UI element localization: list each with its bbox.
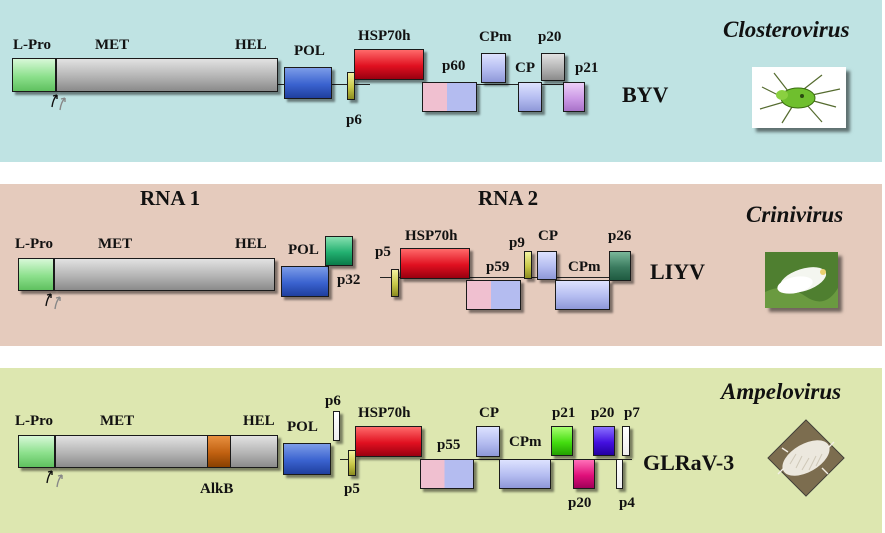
cpm-orf [481, 53, 506, 83]
label-hsp70h: HSP70h [358, 405, 411, 421]
whitefly-icon [765, 252, 838, 308]
hsp70h-orf [355, 426, 422, 457]
label-p21: p21 [575, 60, 599, 76]
virus-acronym: LIYV [650, 259, 706, 284]
p20-bottom-orf [573, 459, 595, 489]
label-lpro: L-Pro [15, 413, 54, 429]
label-p21: p21 [552, 405, 576, 421]
p9-orf [524, 251, 532, 279]
cleavage-arrow-icon [54, 296, 61, 310]
p59-orf [466, 280, 521, 310]
label-p59: p59 [486, 259, 510, 275]
label-met: MET [98, 236, 133, 252]
virus-acronym: GLRaV-3 [643, 450, 735, 475]
label-p9: p9 [509, 235, 525, 251]
genome-line [424, 84, 564, 85]
pol-domain [283, 443, 331, 475]
label-p4: p4 [619, 495, 635, 511]
label-lpro: L-Pro [13, 37, 52, 53]
p60-orf [422, 82, 477, 112]
p5-orf [348, 450, 356, 476]
cp-orf [476, 426, 500, 457]
cleavage-arrow-icon [45, 293, 52, 307]
label-cpm: CPm [568, 259, 601, 275]
p21-orf [551, 426, 573, 456]
label-p5: p5 [344, 481, 360, 497]
label-p5: p5 [375, 244, 391, 260]
label-alkb: AlkB [200, 481, 234, 497]
label-met: MET [95, 37, 130, 53]
met-hel-domain [54, 258, 275, 291]
p20-top-orf [593, 426, 615, 456]
cleavage-arrow-icon [46, 470, 53, 484]
label-p6: p6 [325, 393, 341, 409]
label-p55: p55 [437, 437, 461, 453]
p5-orf [391, 269, 399, 297]
label-p20: p20 [538, 29, 562, 45]
genus-title: Ampelovirus [721, 379, 842, 404]
label-cpm: CPm [509, 434, 542, 450]
label-p60: p60 [442, 58, 466, 74]
p21-orf [563, 82, 585, 112]
p32-orf [325, 236, 353, 266]
aphid-icon [752, 67, 846, 128]
met-hel-domain [56, 58, 278, 92]
pol-domain [281, 266, 329, 297]
p6-orf [333, 411, 340, 441]
cpm-orf [499, 459, 551, 489]
label-p20-bottom: p20 [568, 495, 592, 511]
cleavage-arrow-icon [59, 97, 66, 111]
label-hel: HEL [235, 236, 267, 252]
cleavage-arrow-icon [51, 94, 58, 108]
pol-domain [284, 67, 332, 99]
lpro-domain [12, 58, 56, 92]
rna2-label: RNA 2 [478, 186, 539, 210]
virus-acronym: BYV [622, 82, 669, 107]
label-pol: POL [288, 242, 319, 258]
cleavage-arrow-icon [56, 474, 63, 488]
label-p7: p7 [624, 405, 640, 421]
p20-orf [541, 53, 565, 81]
label-p6: p6 [346, 112, 362, 128]
p7-orf [622, 426, 630, 456]
cp-orf [518, 82, 542, 112]
hsp70h-orf [400, 248, 470, 279]
ampelovirus-panel: Ampelovirus L-Pro MET HEL POL p6 HSP70h … [0, 368, 882, 533]
label-p20-top: p20 [591, 405, 615, 421]
label-p32: p32 [337, 272, 361, 288]
cp-orf [537, 251, 557, 280]
lpro-domain [18, 435, 55, 468]
crinivirus-panel: RNA 1 RNA 2 Crinivirus L-Pro MET HEL POL… [0, 184, 882, 346]
label-pol: POL [287, 419, 318, 435]
label-p26: p26 [608, 228, 632, 244]
cpm-orf [555, 280, 610, 310]
label-hsp70h: HSP70h [358, 28, 411, 44]
genus-title: Closterovirus [723, 17, 850, 42]
rna1-label: RNA 1 [140, 186, 201, 210]
label-cp: CP [538, 228, 558, 244]
label-cp: CP [479, 405, 499, 421]
label-cpm: CPm [479, 29, 512, 45]
lpro-domain [18, 258, 54, 291]
alkb-domain [207, 435, 231, 468]
met-hel-domain [55, 435, 278, 468]
p55-orf [420, 459, 474, 489]
label-hel: HEL [243, 413, 275, 429]
label-met: MET [100, 413, 135, 429]
genome-line [380, 277, 400, 278]
mealybug-icon [764, 416, 848, 500]
hsp70h-orf [354, 49, 424, 80]
label-hel: HEL [235, 37, 267, 53]
label-lpro: L-Pro [15, 236, 54, 252]
label-hsp70h: HSP70h [405, 228, 458, 244]
p4-orf [616, 459, 623, 489]
label-pol: POL [294, 43, 325, 59]
label-cp: CP [515, 60, 535, 76]
closterovirus-panel: Closterovirus L-Pro MET HEL POL HSP70h C… [0, 0, 882, 162]
p26-orf [609, 251, 631, 281]
p6-orf [347, 72, 355, 100]
genus-title: Crinivirus [746, 202, 844, 227]
